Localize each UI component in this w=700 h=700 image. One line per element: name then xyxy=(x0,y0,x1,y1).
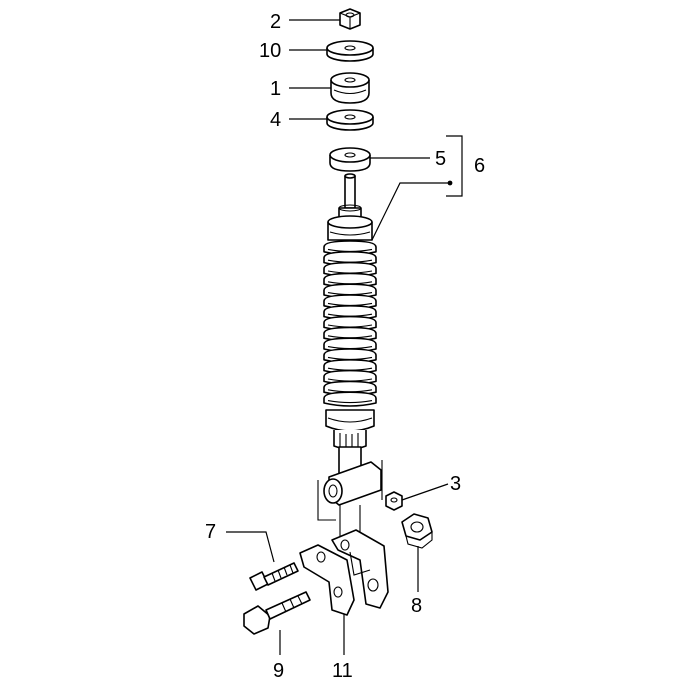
label-10: 10 xyxy=(259,40,281,62)
label-7: 7 xyxy=(205,521,216,543)
label-8: 8 xyxy=(411,595,422,617)
part-3-nut xyxy=(385,491,403,511)
part-2-nut xyxy=(339,8,361,30)
part-11-bracket xyxy=(299,529,389,616)
part-4-washer xyxy=(326,109,374,131)
part-8-nut xyxy=(401,513,433,549)
label-11: 11 xyxy=(332,660,353,682)
label-6: 6 xyxy=(474,155,485,177)
spring-coil xyxy=(323,391,377,407)
spring-coils xyxy=(323,240,377,407)
part-1-rubber-bush xyxy=(330,72,370,104)
label-1: 1 xyxy=(270,78,281,100)
part-10-washer xyxy=(326,40,374,62)
label-3: 3 xyxy=(450,473,461,495)
part-9-bolt xyxy=(243,591,311,635)
part-5-rubber-bush xyxy=(329,147,371,172)
label-5: 5 xyxy=(435,148,446,170)
spring-coil-shade xyxy=(327,400,373,404)
part-7-bolt xyxy=(249,562,299,591)
part-6-shock-absorber xyxy=(323,173,382,506)
label-4: 4 xyxy=(270,109,281,131)
label-9: 9 xyxy=(273,660,284,682)
leader-lines xyxy=(226,19,463,655)
label-2: 2 xyxy=(270,11,281,33)
